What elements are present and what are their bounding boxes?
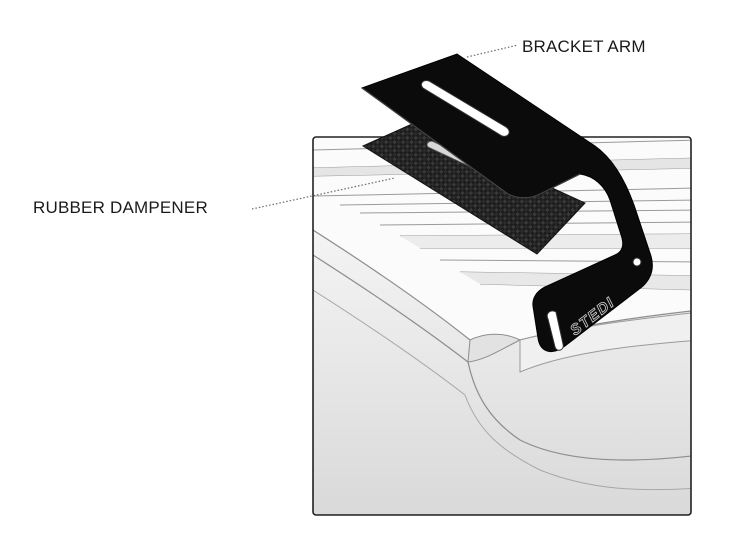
label-rubber-dampener: RUBBER DAMPENER [33, 198, 208, 217]
rail-body [313, 228, 691, 515]
bracket-top-slot [420, 80, 510, 137]
leader-line-bracket-arm [466, 44, 519, 58]
bracket-mount-hole [632, 257, 642, 267]
label-bracket-arm: BRACKET ARM [522, 37, 646, 56]
bracket-lower-slot [546, 310, 564, 351]
